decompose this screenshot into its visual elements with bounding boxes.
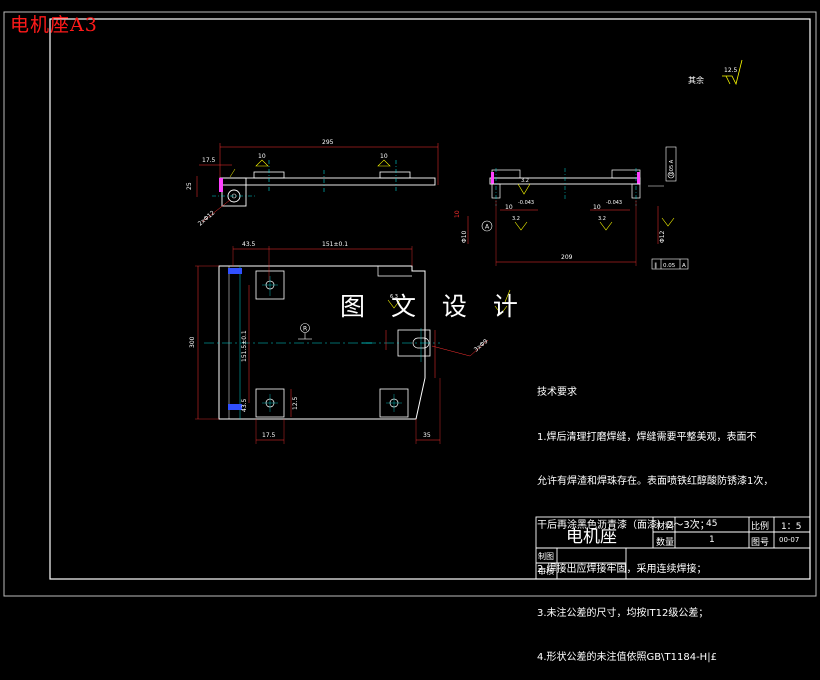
plan-right-note: 3xΦ9 <box>473 338 490 354</box>
top-left-offset-dim: 17.5 <box>202 157 216 164</box>
side-dia-right: Φ12 <box>659 230 666 243</box>
title-scale-label: 比例 <box>751 522 770 532</box>
plan-top-dim: 151±0.1 <box>322 241 348 248</box>
tech-heading: 技术要求 <box>537 387 577 399</box>
tech-line: 3.未注公差的尺寸，均按IT12级公差； <box>537 607 709 619</box>
title-drafter-label: 制图 <box>538 552 554 561</box>
inner-border <box>49 18 811 580</box>
roughness-general: 其余 12.5 <box>688 59 743 86</box>
title-material-label: 材料 <box>656 522 675 532</box>
side-length-dim: 209 <box>561 254 573 261</box>
plan-view: 43.5 151±0.1 300 151.5±0.1 43.5 12.5 17.… <box>189 241 511 444</box>
side-dim-b: 10 <box>593 204 601 211</box>
side-runout-box: 0.05 A <box>669 159 675 176</box>
side-rough-3: 3.2 <box>598 216 606 222</box>
tech-line: 允许有焊渣和焊珠存在。表面喷铁红醇酸防锈漆1次， <box>537 475 774 487</box>
sheet-size-label: 电机座A3 <box>10 14 98 36</box>
drawing-sheet: 其余 12.5 295 17.5 25 2xΦ12 <box>3 11 817 597</box>
plan-vert-dim: 151.5±0.1 <box>241 330 248 362</box>
side-datum: A <box>485 224 490 231</box>
plan-right-bottom-dim: 35 <box>423 432 431 439</box>
plan-overall-height: 300 <box>189 336 196 348</box>
title-block <box>535 516 811 580</box>
plan-small-dim-a: 43.5 <box>241 398 248 412</box>
plan-circle-label: R <box>303 326 307 333</box>
title-scale-value: 1：5 <box>781 522 802 532</box>
side-dia-left: Φ10 <box>461 230 468 243</box>
title-qty-label: 数量 <box>656 538 675 548</box>
title-qty-value: 1 <box>709 535 715 545</box>
title-drawing-no-label: 图号 <box>751 538 770 548</box>
side-gdt-datum: A <box>682 263 686 269</box>
plan-mid-rough: 6.3 <box>390 294 398 300</box>
title-drawing-no-value: 00-07 <box>779 536 800 544</box>
top-view: 295 17.5 25 2xΦ12 10 10 <box>186 139 439 228</box>
roughness-value: 12.5 <box>724 67 738 74</box>
top-weld-left: 10 <box>258 153 266 160</box>
plan-small-dim-b: 12.5 <box>292 396 299 410</box>
plan-bottom-dim: 17.5 <box>262 432 276 439</box>
side-view: 10 -0.043 10 -0.043 3.2 3.2 3.2 Φ10 Φ12 … <box>454 146 689 270</box>
tech-line: 4.形状公差的未注值依照GB\T1184-H|£ <box>537 652 717 664</box>
side-rough-2: 3.2 <box>521 178 529 184</box>
watermark: 图 文 设 计 <box>340 292 527 321</box>
side-tol-b: -0.043 <box>606 200 622 206</box>
top-overall-dim: 295 <box>322 139 334 146</box>
svg-text:∥: ∥ <box>654 262 657 269</box>
title-reviewer-label: 审核 <box>538 567 554 576</box>
title-part-name: 电机座 <box>566 527 617 547</box>
outer-frame <box>3 11 817 597</box>
side-tol-a: -0.043 <box>518 200 534 206</box>
top-left-height-dim: 25 <box>186 182 193 190</box>
title-material-value: 45 <box>706 519 718 529</box>
svg-text:10: 10 <box>454 210 461 218</box>
tech-line: 1.焊后清理打磨焊缝，焊缝需要平整美观，表面不 <box>537 431 757 443</box>
roughness-note-label: 其余 <box>688 75 704 85</box>
side-gdt-parallel: 0.05 <box>663 263 676 269</box>
side-rough-1: 3.2 <box>512 216 520 222</box>
top-weld-right: 10 <box>380 153 388 160</box>
plan-left-dim: 43.5 <box>242 241 256 248</box>
side-dim-a: 10 <box>505 204 513 211</box>
tech-line: 2.焊接出应焊接牢固，采用连续焊接； <box>537 563 707 575</box>
tech-line: 干后再涂黑色沥青漆（面漆）2～3次； <box>537 519 710 531</box>
top-hole-note: 2xΦ12 <box>197 209 217 227</box>
